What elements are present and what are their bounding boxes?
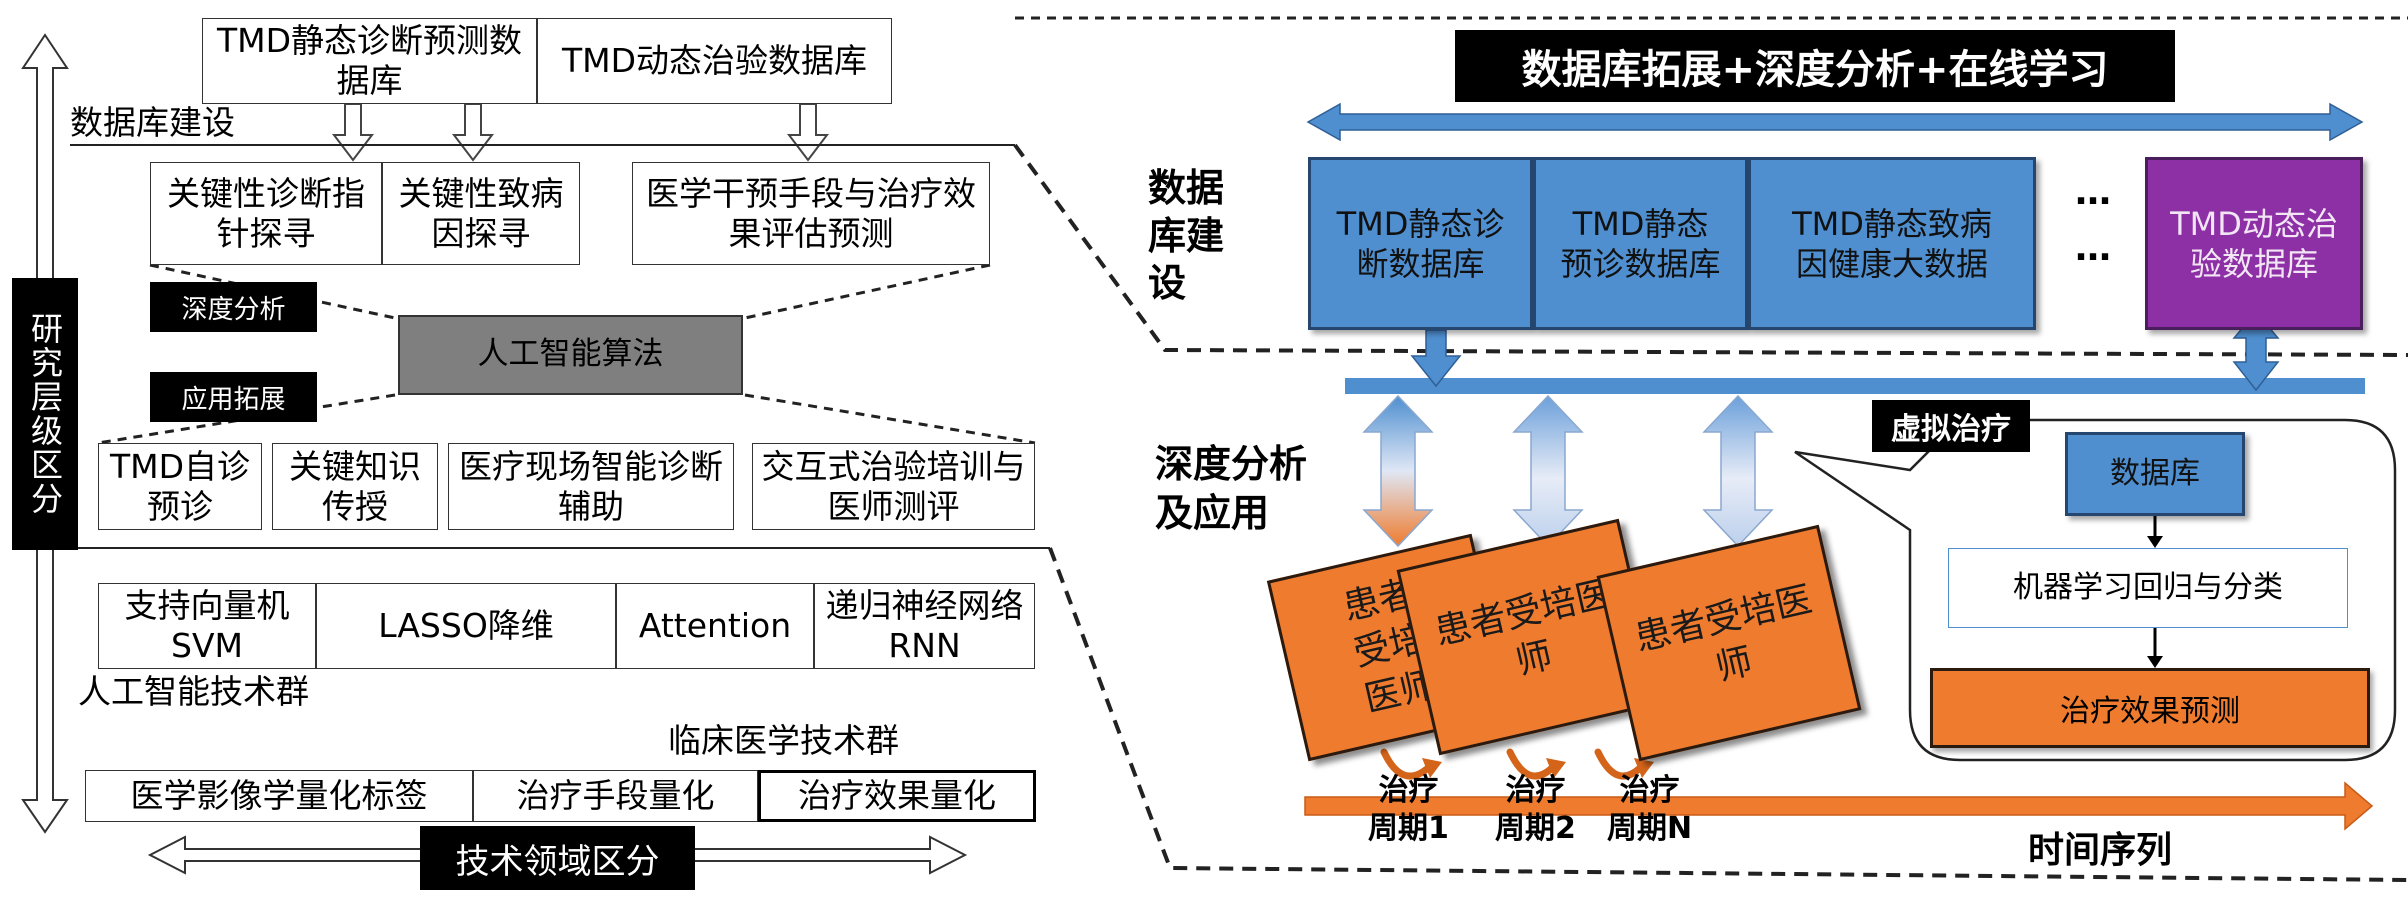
pathogen-label: 关键性致病因探寻 xyxy=(398,173,564,253)
intervention-label: 医学干预手段与治疗效果评估预测 xyxy=(646,173,976,253)
effect-quant-box: 治疗效果量化 xyxy=(758,770,1036,822)
cycle-label-2: 治疗 周期2 xyxy=(1495,772,1576,847)
horizontal-domain-label: 技术领域区分 xyxy=(420,826,695,890)
treatment-quant-box: 治疗手段量化 xyxy=(473,770,758,822)
self-diagnosis-label: TMD自诊预诊 xyxy=(109,446,251,526)
onsite-diagnosis-label: 医疗现场智能诊断辅助 xyxy=(459,446,723,526)
imaging-label-text: 医学影像学量化标签 xyxy=(130,776,428,816)
cycle-3-line2: 周期N xyxy=(1607,810,1693,846)
svm-box: 支持向量机SVM xyxy=(98,583,316,669)
knowledge-transfer-box: 关键知识传授 xyxy=(272,443,438,530)
rnn-label: 递归神经网络RNN xyxy=(825,586,1024,665)
prediction-label: 治疗效果预测 xyxy=(2060,694,2240,729)
ai-algorithm-box: 人工智能算法 xyxy=(398,315,743,395)
effect-quant-text: 治疗效果量化 xyxy=(798,776,996,816)
dashed-connector-top xyxy=(1013,143,2408,357)
blue-bus-bar xyxy=(1345,378,2365,394)
attention-box: Attention xyxy=(616,583,814,669)
left-db-label: 数据库建设 xyxy=(70,103,235,142)
clinical-group-label: 临床医学技术群 xyxy=(668,721,899,760)
db-dynamic-treatment-label: TMD动态治验数据库 xyxy=(2170,204,2338,283)
db-static-prognosis: TMD静态预诊数据库 xyxy=(1533,157,1748,330)
diag-indicator-box: 关键性诊断指针探寻 xyxy=(150,162,382,265)
lasso-label: LASSO降维 xyxy=(378,606,554,646)
cycle-2-line2: 周期2 xyxy=(1495,810,1576,846)
attention-label: Attention xyxy=(638,606,792,646)
virtual-treatment-tag: 虚拟治疗 xyxy=(1872,400,2030,452)
cycle-2-line1: 治疗 xyxy=(1505,773,1566,808)
ai-algorithm-label: 人工智能算法 xyxy=(477,336,664,373)
ellipsis-2: … xyxy=(2075,228,2111,269)
imaging-label-box: 医学影像学量化标签 xyxy=(85,770,473,822)
db-static-pathogen: TMD静态致病因健康大数据 xyxy=(1748,157,2036,330)
ml-box: 机器学习回归与分类 xyxy=(1948,548,2348,628)
rnn-box: 递归神经网络RNN xyxy=(814,583,1035,669)
knowledge-transfer-label: 关键知识传授 xyxy=(289,446,421,526)
db-static-diagnosis-label: TMD静态诊断数据库 xyxy=(1336,204,1505,283)
pathogen-box: 关键性致病因探寻 xyxy=(382,162,580,265)
prediction-box: 治疗效果预测 xyxy=(1930,668,2370,748)
virtual-database-label: 数据库 xyxy=(2110,456,2200,492)
right-banner: 数据库拓展+深度分析+在线学习 xyxy=(1455,30,2175,102)
right-analysis-label: 深度分析及应用 xyxy=(1155,442,1308,536)
top-db-dynamic-label: TMD动态治验数据库 xyxy=(561,41,868,81)
onsite-diagnosis-box: 医疗现场智能诊断辅助 xyxy=(448,443,734,530)
vertical-level-text: 研究层级区分 xyxy=(26,312,64,516)
lasso-box: LASSO降维 xyxy=(316,583,616,669)
ai-group-label: 人工智能技术群 xyxy=(78,672,309,711)
cycle-label-1: 治疗 周期1 xyxy=(1368,772,1449,847)
cycle-arrows xyxy=(1380,748,1644,780)
patient-card-3-label: 患者受培医师 xyxy=(1631,579,1816,689)
deep-analysis-tag: 深度分析 xyxy=(150,282,317,332)
cycle-1-line1: 治疗 xyxy=(1378,773,1439,808)
self-diagnosis-box: TMD自诊预诊 xyxy=(98,443,262,530)
svm-label: 支持向量机SVM xyxy=(124,586,290,665)
db-down-arrows xyxy=(331,103,830,162)
diag-indicator-label: 关键性诊断指针探寻 xyxy=(167,173,365,253)
top-db-dynamic: TMD动态治验数据库 xyxy=(537,18,892,104)
ellipsis-1: … xyxy=(2075,172,2111,213)
app-expand-tag: 应用拓展 xyxy=(150,372,317,422)
interactive-training-box: 交互式治验培训与医师测评 xyxy=(752,443,1035,530)
cycle-label-3: 治疗 周期N xyxy=(1607,772,1692,847)
interactive-training-label: 交互式治验培训与医师测评 xyxy=(761,446,1026,526)
banner-double-arrow xyxy=(1306,102,2364,142)
top-db-static-label: TMD静态诊断预测数据库 xyxy=(216,21,523,100)
time-axis-arrow xyxy=(1304,781,2374,831)
ml-label: 机器学习回归与分类 xyxy=(2013,570,2283,605)
intervention-box: 医学干预手段与治疗效果评估预测 xyxy=(632,162,990,265)
treatment-quant-text: 治疗手段量化 xyxy=(516,776,715,816)
vertical-level-label: 研究层级区分 xyxy=(12,278,78,550)
cycle-3-line1: 治疗 xyxy=(1619,773,1680,808)
db-dynamic-treatment: TMD动态治验数据库 xyxy=(2145,157,2363,330)
top-db-static: TMD静态诊断预测数据库 xyxy=(202,18,537,104)
right-db-label: 数据库建设 xyxy=(1148,166,1225,305)
db-static-diagnosis: TMD静态诊断数据库 xyxy=(1308,157,1533,330)
db-static-pathogen-label: TMD静态致病因健康大数据 xyxy=(1792,204,1992,283)
virtual-database-box: 数据库 xyxy=(2065,432,2245,516)
time-series-label: 时间序列 xyxy=(2028,830,2173,871)
db-static-prognosis-label: TMD静态预诊数据库 xyxy=(1560,204,1721,283)
cycle-1-line2: 周期1 xyxy=(1368,810,1449,846)
